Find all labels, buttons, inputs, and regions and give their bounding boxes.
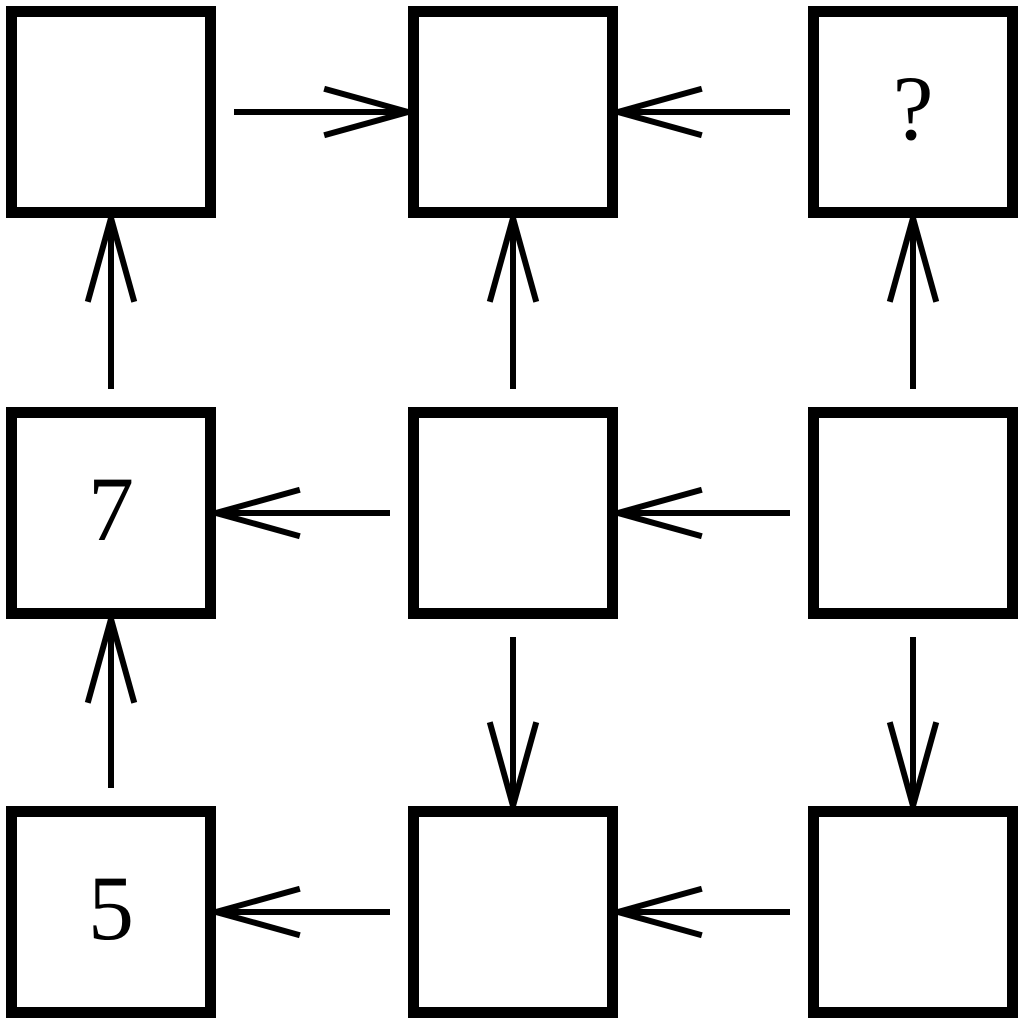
box-r1c1 — [6, 6, 216, 218]
box-r3c3 — [808, 806, 1018, 1018]
arrow-r2c2-to-r3c2 — [486, 637, 540, 807]
arrow-r2c2-to-r1c2 — [486, 217, 540, 389]
arrow-r2c3-to-r2c2 — [617, 486, 790, 540]
arrow-r2c3-to-r3c3 — [886, 637, 940, 807]
box-r2c2 — [408, 407, 618, 619]
arrow-r3c1-to-r2c1 — [84, 618, 138, 788]
arrow-r3c3-to-r3c2 — [617, 885, 790, 939]
arrow-r2c2-to-r2c1 — [215, 486, 390, 540]
box-r3c1: 5 — [6, 806, 216, 1018]
box-r1c3-question: ? — [808, 6, 1018, 218]
arrow-r2c1-to-r1c1 — [84, 217, 138, 389]
box-r2c1: 7 — [6, 407, 216, 619]
box-r3c2 — [408, 806, 618, 1018]
arrow-r1c3-to-r1c2 — [617, 85, 790, 139]
box-r1c3-value: ? — [892, 57, 934, 159]
box-r2c3 — [808, 407, 1018, 619]
box-r3c1-value: 5 — [88, 857, 134, 959]
box-r1c2 — [408, 6, 618, 218]
arrow-r1c1-to-r1c2 — [234, 85, 409, 139]
box-r2c1-value: 7 — [88, 458, 134, 560]
arrow-r2c3-to-r1c3 — [886, 217, 940, 389]
arrow-r3c2-to-r3c1 — [215, 885, 390, 939]
